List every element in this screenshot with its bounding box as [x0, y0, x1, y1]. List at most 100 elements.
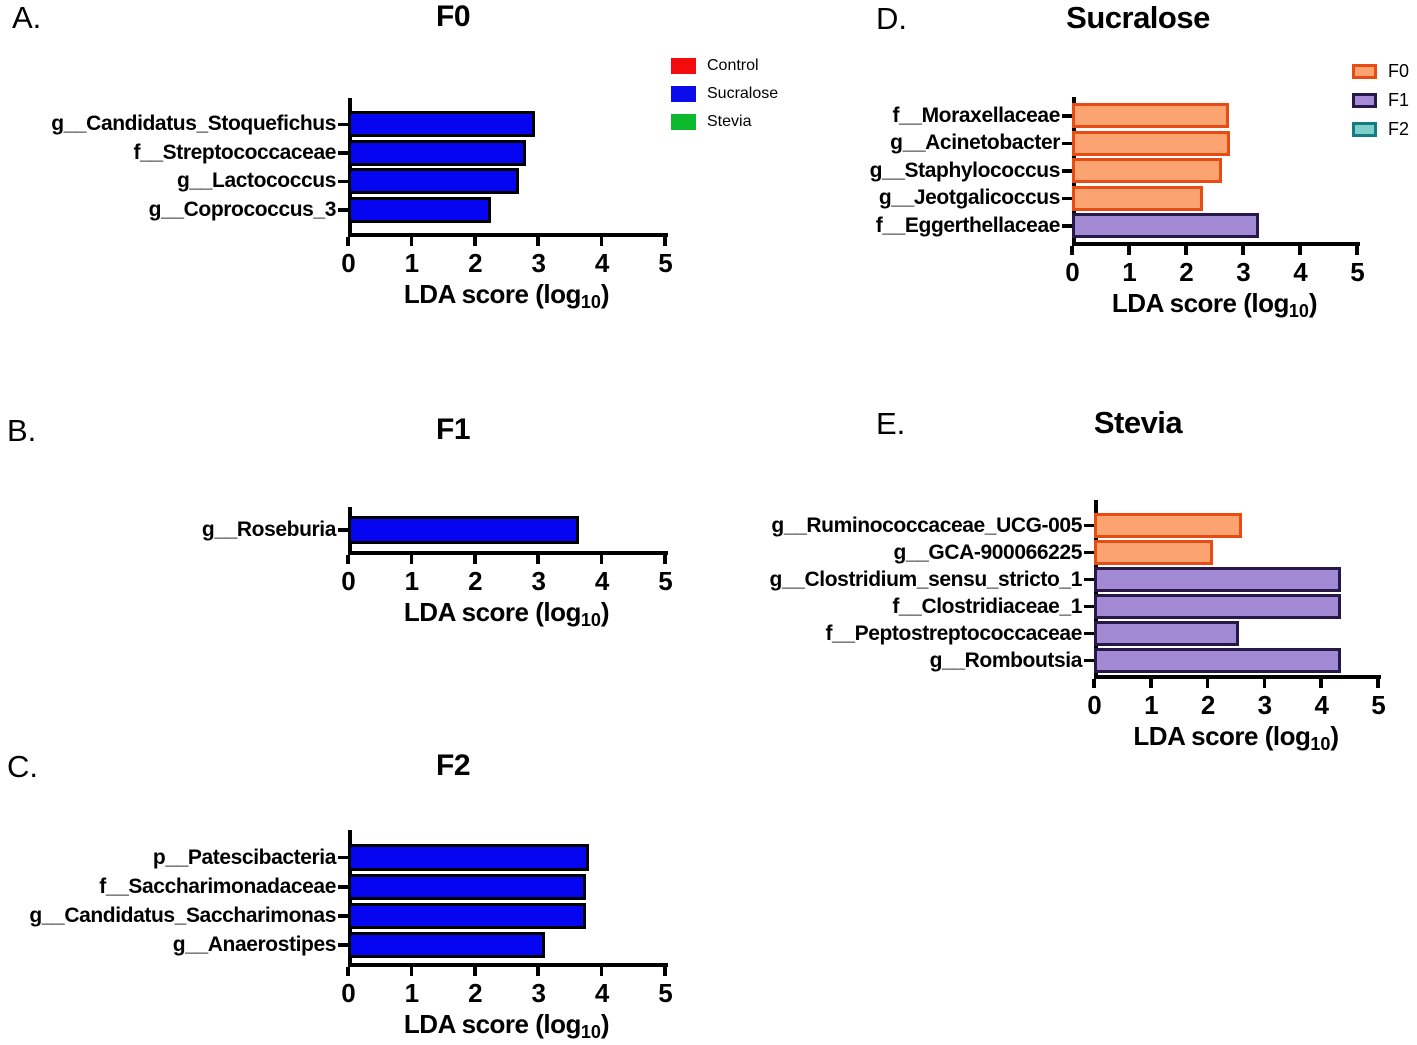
bar-g__Lactococcus: [348, 168, 520, 195]
x-tick: [1070, 245, 1074, 255]
y-tick: [338, 914, 348, 918]
bar-g__Staphylococcus: [1072, 158, 1222, 184]
x-tick-label: 1: [404, 978, 419, 1008]
bar-g__Candidatus_Stoquefichus: [348, 111, 536, 138]
x-tick: [473, 966, 477, 976]
x-tick-label: 5: [1371, 690, 1385, 720]
x-tick-label: 2: [1179, 257, 1193, 287]
category-label: g__Anaerostipes: [172, 933, 337, 957]
panel-b-title: F1: [435, 413, 471, 446]
x-tick: [346, 966, 350, 976]
bar-f__Streptococcaceae: [348, 139, 526, 166]
x-tick: [346, 236, 350, 246]
x-tick: [1184, 245, 1188, 255]
x-axis-title-subscript: 10: [580, 610, 601, 630]
y-tick: [338, 179, 348, 183]
x-tick: [663, 966, 667, 976]
y-tick: [1084, 577, 1094, 582]
legend-item-Control: Control: [671, 58, 778, 74]
bar-g__GCA-900066225: [1094, 540, 1214, 565]
y-tick: [338, 855, 348, 860]
y-tick: [338, 885, 348, 889]
legend-label-F0: F0: [1388, 61, 1410, 81]
category-label: g__Acinetobacter: [890, 131, 1060, 155]
x-axis-title: LDA score (log10): [1054, 721, 1417, 753]
bar-p__Patescibacteria: [348, 844, 589, 871]
x-axis: [348, 233, 668, 237]
x-axis-title-end: ): [1330, 721, 1339, 751]
panel-e-letter: E.: [876, 406, 906, 441]
x-axis: [1072, 242, 1360, 246]
x-axis-title-subscript: 10: [1288, 301, 1309, 321]
bar-g__Ruminococcaceae_UCG-005: [1094, 513, 1242, 538]
x-tick: [1205, 678, 1210, 688]
category-label: g__GCA-900066225: [893, 540, 1082, 564]
legend-swatch-F0: [1352, 64, 1377, 79]
x-tick: [409, 966, 414, 976]
legend-swatch-F2: [1352, 122, 1377, 137]
legend-label-F2: F2: [1388, 119, 1410, 139]
legend-label-Stevia: Stevia: [707, 113, 752, 130]
x-axis-title: LDA score (log10): [308, 599, 705, 629]
panel-a-title: F0: [435, 0, 471, 33]
category-label: f__Eggerthellaceae: [875, 213, 1061, 237]
x-tick-label: 4: [594, 248, 609, 278]
y-tick: [1062, 141, 1072, 145]
legend-swatch-F1: [1352, 93, 1377, 108]
x-tick: [1241, 245, 1245, 255]
legend-item-Stevia: Stevia: [671, 114, 778, 130]
x-axis: [1094, 675, 1381, 679]
x-tick-label: 3: [1236, 257, 1250, 287]
x-tick-label: 1: [1122, 257, 1136, 287]
category-label: g__Staphylococcus: [869, 158, 1061, 182]
legend-item-F0: F0: [1352, 61, 1410, 81]
x-axis: [348, 551, 668, 555]
x-tick-label: 1: [1144, 690, 1158, 720]
legend-label-Control: Control: [707, 57, 759, 74]
bar-g__Roseburia: [348, 516, 580, 544]
x-tick: [1127, 245, 1131, 255]
category-label: g__Lactococcus: [177, 169, 336, 193]
y-tick: [338, 528, 348, 532]
bar-f__Eggerthellaceae: [1072, 213, 1259, 239]
category-label: g__Candidatus_Saccharimonas: [29, 904, 336, 927]
x-axis-title-end: ): [600, 279, 610, 309]
x-axis: [348, 963, 668, 967]
x-tick: [1262, 678, 1267, 688]
bar-g__Clostridium_sensu_stricto_1: [1094, 567, 1342, 592]
y-tick: [1084, 658, 1094, 663]
x-tick: [473, 236, 477, 246]
bar-g__Romboutsia: [1094, 648, 1342, 673]
x-tick: [409, 236, 414, 246]
category-label: g__Roseburia: [201, 518, 336, 541]
x-tick-label: 4: [1293, 257, 1307, 287]
x-tick-label: 2: [1200, 690, 1215, 720]
x-axis-title: LDA score (log10): [308, 1009, 705, 1041]
y-tick: [1084, 631, 1094, 636]
category-label: g__Clostridium_sensu_stricto_1: [769, 567, 1083, 591]
y-tick: [1084, 604, 1094, 609]
x-tick: [409, 554, 414, 564]
category-label: f__Moraxellaceae: [892, 103, 1060, 127]
x-axis-title-main: LDA score (log: [403, 1009, 581, 1039]
panel-d-title: Sucralose: [1066, 0, 1210, 35]
legend-swatch-Sucralose: [671, 86, 696, 102]
x-tick: [1319, 678, 1323, 688]
x-tick-label: 0: [341, 566, 355, 596]
x-tick-label: 3: [531, 978, 545, 1008]
bar-g__Anaerostipes: [348, 931, 545, 959]
bar-f__Moraxellaceae: [1072, 103, 1229, 129]
y-tick: [338, 122, 348, 126]
y-tick: [1062, 114, 1072, 118]
x-tick: [1298, 245, 1302, 255]
x-tick: [1149, 678, 1153, 688]
category-label: f__Streptococcaceae: [133, 140, 336, 164]
category-label: p__Patescibacteria: [152, 845, 336, 869]
y-tick: [1062, 196, 1072, 200]
bar-f__Saccharimonadaceae: [348, 873, 586, 901]
y-tick: [1062, 224, 1072, 228]
